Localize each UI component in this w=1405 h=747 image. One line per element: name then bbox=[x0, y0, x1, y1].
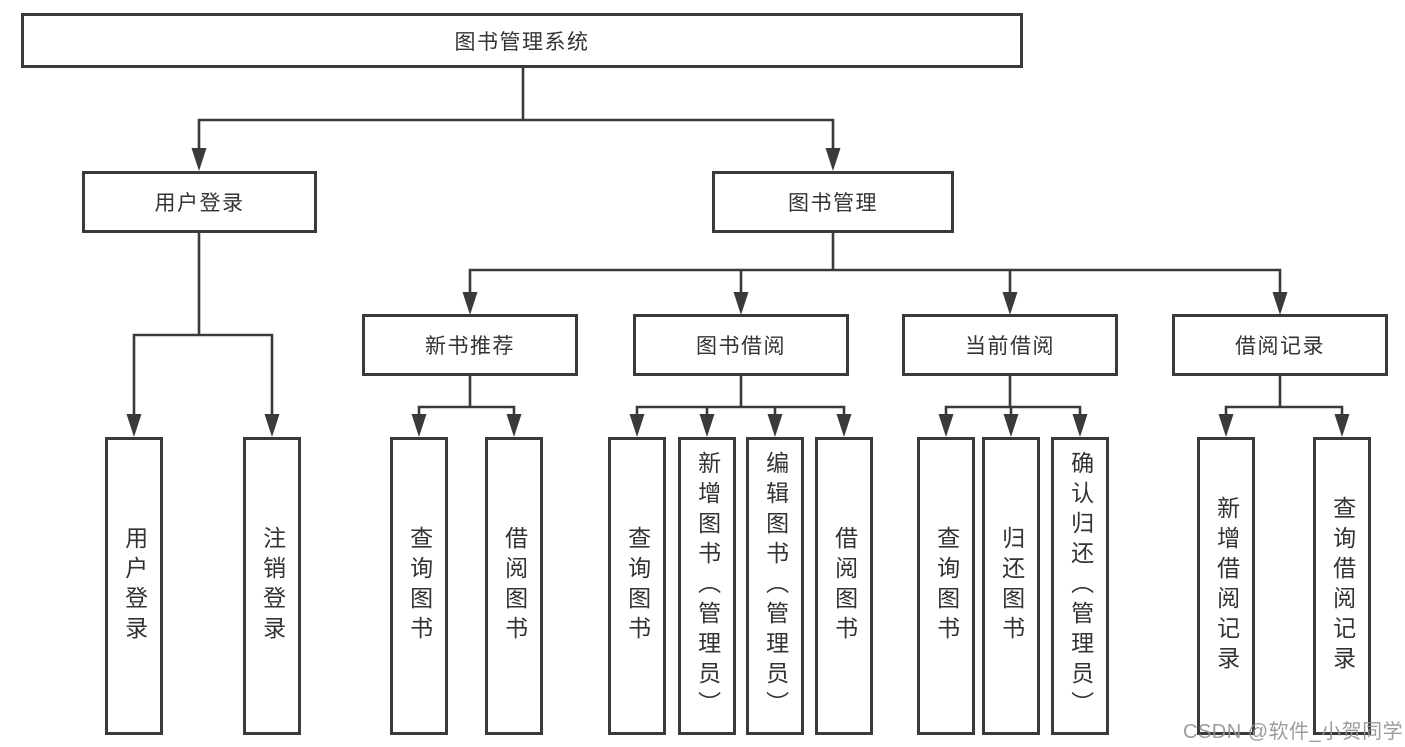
node-label: 图书借阅 bbox=[696, 335, 786, 358]
leaf-borrowing-borrow-books: 借阅图书 bbox=[815, 437, 873, 735]
node-label: 查询借阅记录 bbox=[1329, 496, 1356, 676]
node-label: 当前借阅 bbox=[965, 335, 1055, 358]
node-label: 用户登录 bbox=[154, 192, 245, 215]
node-book-borrowing: 图书借阅 bbox=[633, 314, 849, 376]
node-borrowing-records: 借阅记录 bbox=[1172, 314, 1388, 376]
node-label: 用户登录 bbox=[121, 526, 148, 646]
node-label: 确认归还（管理员） bbox=[1067, 451, 1094, 721]
node-label: 图书管理系统 bbox=[454, 30, 590, 54]
leaf-borrowing-edit-books-admin: 编辑图书（管理员） bbox=[746, 437, 804, 735]
node-label: 查询图书 bbox=[624, 526, 651, 646]
node-label: 查询图书 bbox=[406, 526, 433, 646]
node-label: 新增图书（管理员） bbox=[694, 451, 721, 721]
node-label: 查询图书 bbox=[933, 526, 960, 646]
leaf-current-confirm-return-admin: 确认归还（管理员） bbox=[1051, 437, 1109, 735]
leaf-records-query-borrow-record: 查询借阅记录 bbox=[1313, 437, 1371, 735]
leaf-records-add-borrow-record: 新增借阅记录 bbox=[1197, 437, 1255, 735]
node-user-login: 用户登录 bbox=[82, 171, 317, 233]
node-new-book-recommendation: 新书推荐 bbox=[362, 314, 578, 376]
node-current-borrowing: 当前借阅 bbox=[902, 314, 1118, 376]
leaf-current-return-books: 归还图书 bbox=[982, 437, 1040, 735]
leaf-borrowing-add-books-admin: 新增图书（管理员） bbox=[678, 437, 736, 735]
node-label: 借阅图书 bbox=[501, 526, 528, 646]
node-label: 图书管理 bbox=[788, 192, 878, 215]
node-label: 新书推荐 bbox=[425, 335, 515, 358]
csdn-watermark: CSDN @软件_小贺同学 bbox=[1183, 721, 1404, 743]
node-label: 归还图书 bbox=[998, 526, 1025, 646]
leaf-logout: 注销登录 bbox=[243, 437, 301, 735]
leaf-current-query-books: 查询图书 bbox=[917, 437, 975, 735]
arrowheads bbox=[126, 148, 1350, 437]
node-book-management: 图书管理 bbox=[712, 171, 954, 233]
node-label: 新增借阅记录 bbox=[1213, 496, 1240, 676]
leaf-newbook-query-books: 查询图书 bbox=[390, 437, 448, 735]
leaf-borrowing-query-books: 查询图书 bbox=[608, 437, 666, 735]
node-label: 借阅记录 bbox=[1235, 335, 1325, 358]
node-label: 借阅图书 bbox=[831, 526, 858, 646]
node-label: 编辑图书（管理员） bbox=[762, 451, 789, 721]
leaf-user-login: 用户登录 bbox=[105, 437, 163, 735]
node-label: 注销登录 bbox=[259, 526, 286, 646]
leaf-newbook-borrow-books: 借阅图书 bbox=[485, 437, 543, 735]
node-library-system: 图书管理系统 bbox=[21, 13, 1023, 68]
